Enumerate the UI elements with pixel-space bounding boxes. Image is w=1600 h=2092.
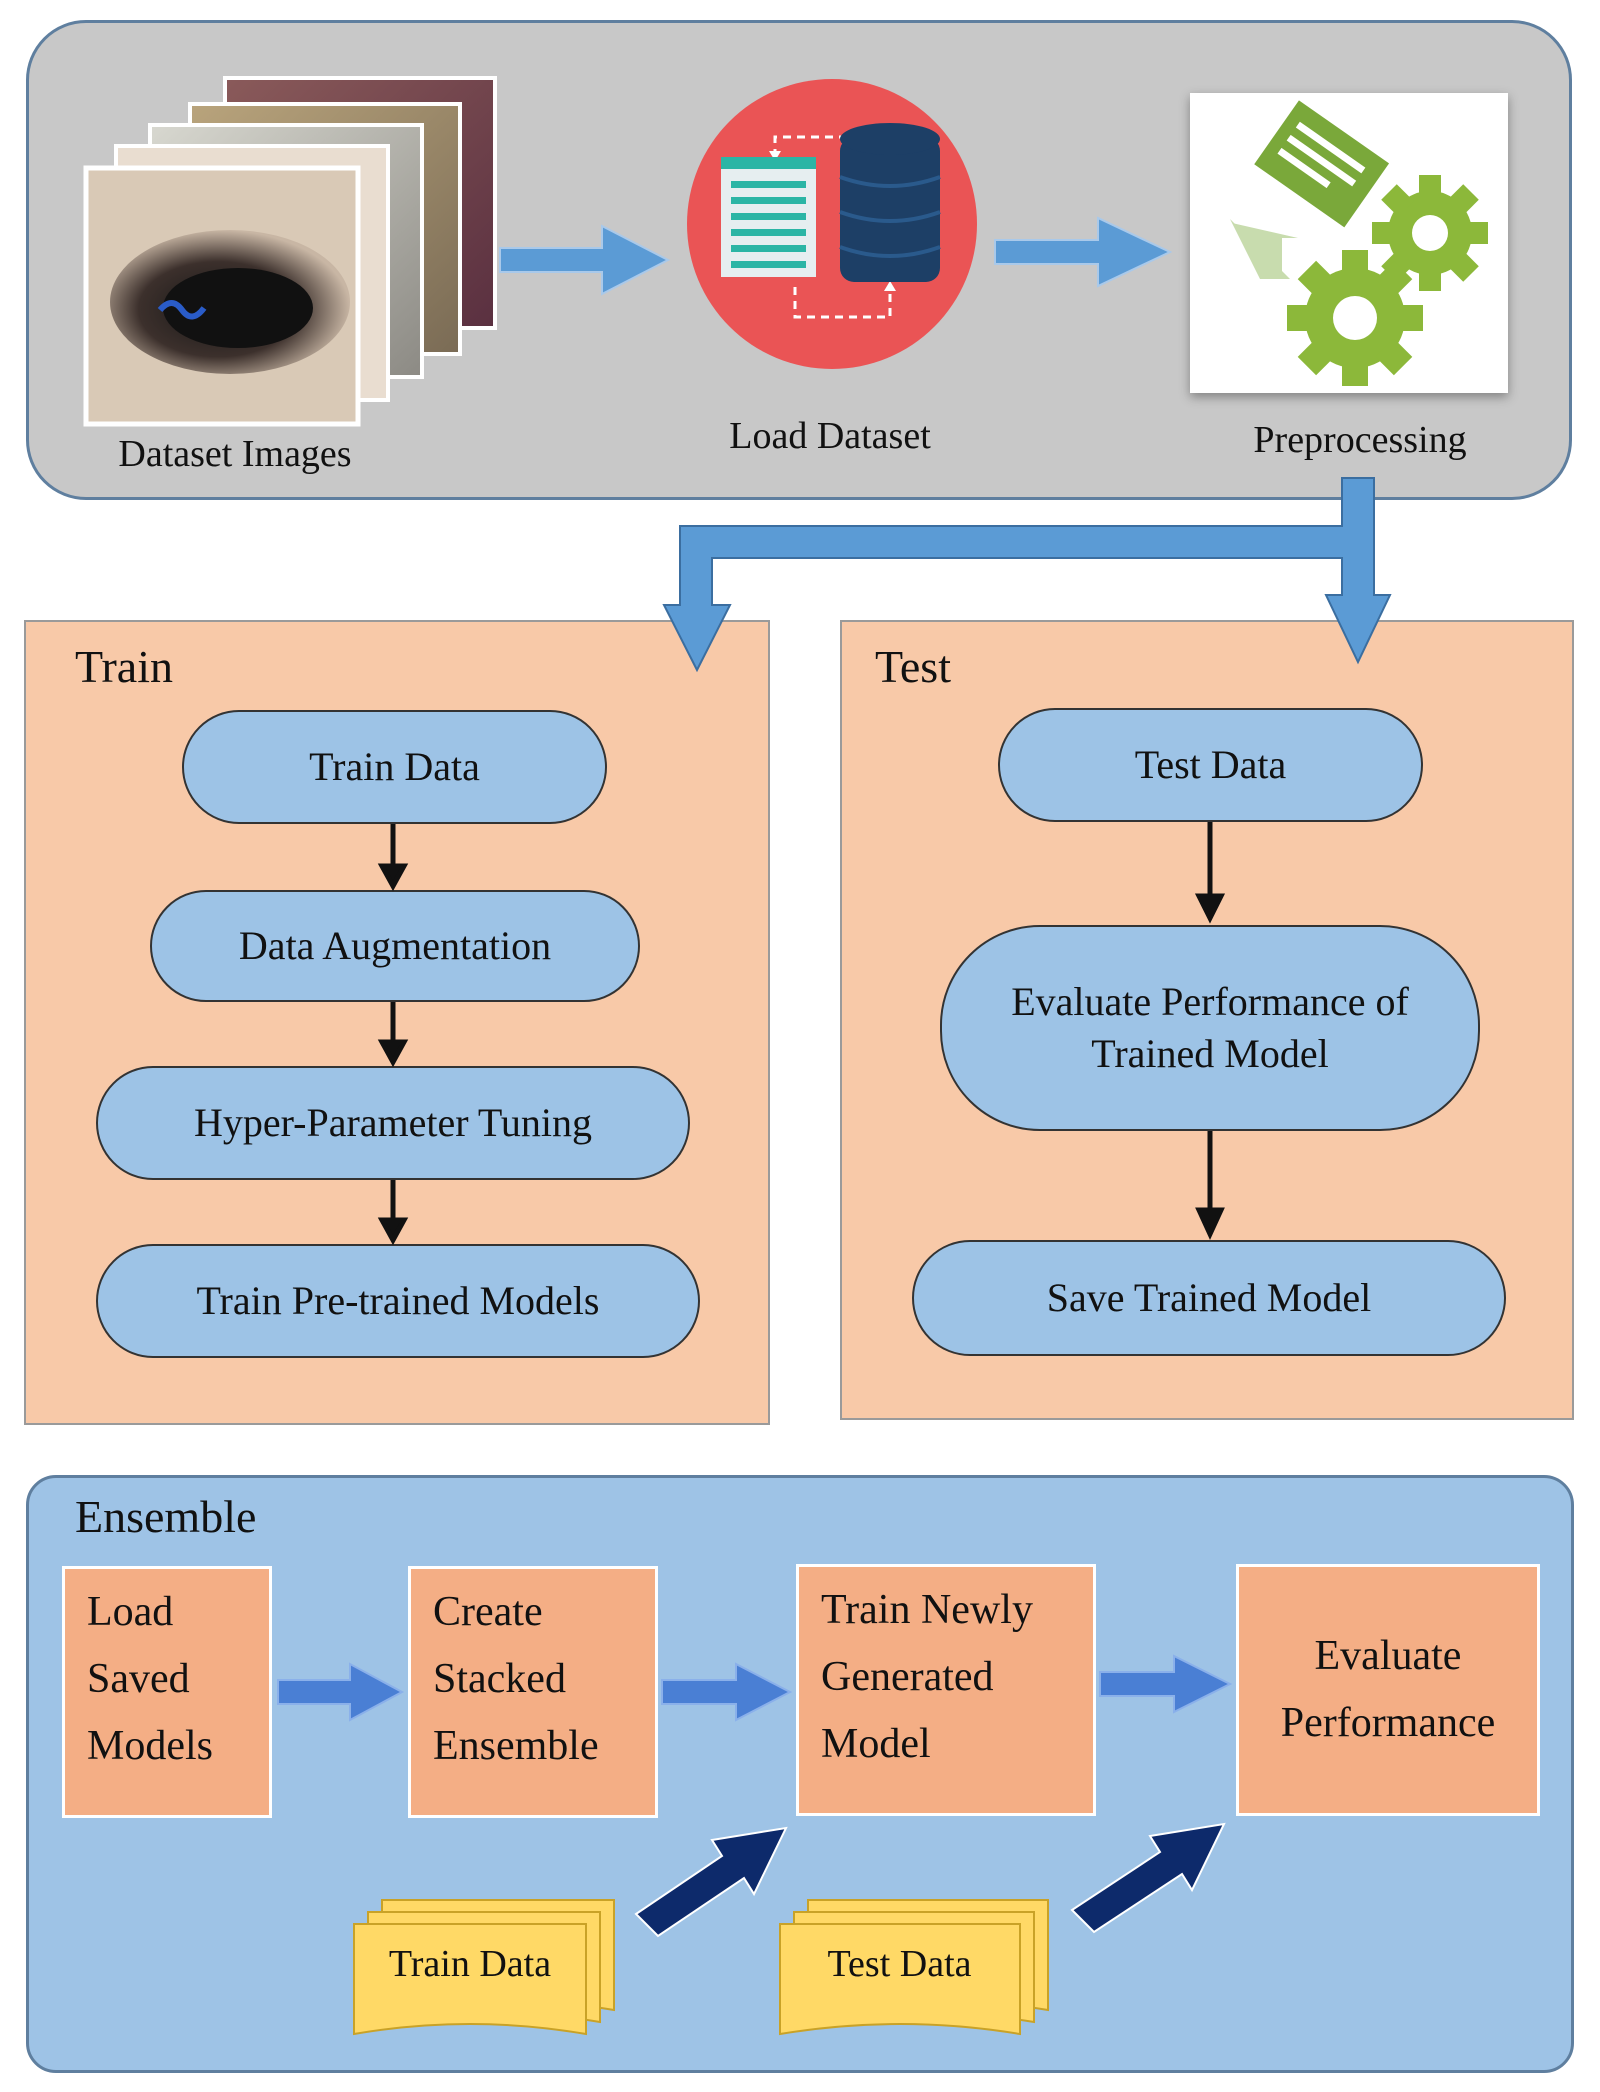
ensemble-arrow-3 <box>1099 1654 1233 1714</box>
test-data-document <box>779 1899 1049 2036</box>
flow-arrow-load-to-preprocess <box>994 216 1173 288</box>
train-pretrained-models-step: Train Pre-trained Models <box>96 1244 700 1358</box>
evaluate-trained-model-step: Evaluate Performance of Trained Model <box>940 925 1480 1131</box>
test-data-document-label: Test Data <box>827 1943 972 1985</box>
split-arrow-to-train-and-test <box>662 477 1392 673</box>
create-stacked-ensemble-step: Create Stacked Ensemble <box>408 1566 658 1818</box>
ensemble-title: Ensemble <box>75 1491 257 1542</box>
train-step-arrows <box>377 824 409 1246</box>
preprocessing-label: Preprocessing <box>1253 419 1467 461</box>
test-data-input-arrow <box>1070 1822 1226 1934</box>
dataset-images-label: Dataset Images <box>118 433 352 475</box>
train-data-document <box>353 1899 615 2036</box>
test-data-step: Test Data <box>998 708 1423 822</box>
train-newly-generated-model-step: Train Newly Generated Model <box>796 1564 1096 1816</box>
preprocessing-icon <box>1190 93 1508 393</box>
load-dataset-label: Load Dataset <box>729 415 931 457</box>
test-step-arrows <box>1194 822 1226 1241</box>
flow-arrow-images-to-load <box>499 224 671 296</box>
data-augmentation-step: Data Augmentation <box>150 890 640 1002</box>
hyper-parameter-tuning-step: Hyper-Parameter Tuning <box>96 1066 690 1180</box>
dataset-images-stack <box>80 70 500 430</box>
load-saved-models-step: Load Saved Models <box>62 1566 272 1818</box>
ensemble-arrow-1 <box>277 1662 405 1722</box>
ensemble-arrow-2 <box>661 1662 793 1722</box>
train-data-step: Train Data <box>182 710 607 824</box>
test-title: Test <box>875 641 951 692</box>
train-data-document-label: Train Data <box>388 1943 552 1985</box>
load-dataset-icon <box>685 77 980 372</box>
save-trained-model-step: Save Trained Model <box>912 1240 1506 1356</box>
train-title: Train <box>75 641 173 692</box>
evaluate-performance-step: Evaluate Performance <box>1236 1564 1540 1816</box>
train-data-input-arrow <box>634 1826 788 1938</box>
